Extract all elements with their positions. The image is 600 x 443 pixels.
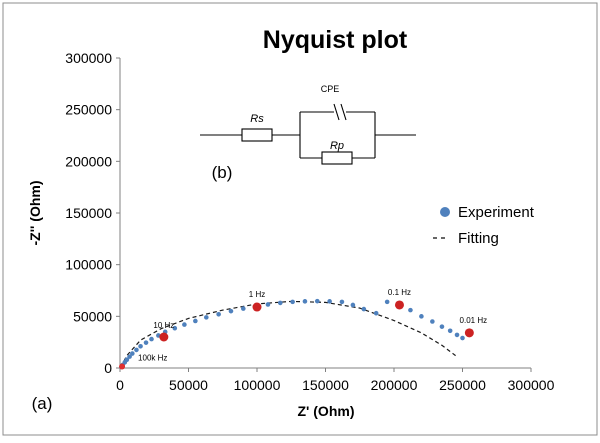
series-fitting-line (120, 300, 456, 368)
y-tick-label: 50000 (73, 308, 112, 324)
resistor-rs (241, 128, 273, 142)
experiment-point (143, 340, 149, 345)
frequency-point (159, 332, 169, 342)
frequency-label: 100k Hz (138, 353, 167, 362)
cpe-plate-left (333, 103, 340, 121)
x-tick-label: 100000 (234, 377, 281, 393)
experiment-point (419, 314, 424, 319)
frequency-label: 0.1 Hz (388, 288, 411, 297)
experiment-point (182, 322, 187, 327)
experiment-point (327, 299, 332, 304)
frequency-label: 10 Hz (153, 321, 174, 330)
experiment-point (408, 307, 413, 313)
experiment-point (265, 302, 271, 307)
legend-experiment-marker (440, 207, 450, 217)
circuit-diagram (200, 103, 416, 165)
experiment-point (134, 347, 139, 353)
experiment-point (350, 302, 356, 308)
frequency-point (464, 328, 474, 338)
panel-label-a: (a) (32, 394, 53, 413)
frequency-label: 0.01 Hz (460, 316, 488, 325)
legend-experiment-label: Experiment (458, 204, 535, 221)
experiment-point (373, 310, 379, 316)
y-tick-label: 200000 (65, 153, 112, 169)
y-tick-label: 0 (104, 360, 112, 376)
experiment-point (228, 308, 234, 314)
x-tick-label: 300000 (508, 377, 555, 393)
circuit-label-rp: Rp (330, 140, 344, 152)
frequency-markers: 100k Hz 10 Hz 1 Hz 0.1 Hz 0.01 Hz (119, 288, 488, 370)
experiment-point (314, 298, 320, 304)
experiment-point (361, 306, 367, 312)
x-tick-label: 0 (116, 377, 124, 393)
experiment-point (149, 336, 154, 342)
frequency-point (119, 363, 126, 370)
experiment-point (130, 351, 135, 356)
x-tick-label: 250000 (439, 377, 486, 393)
experiment-point (460, 335, 465, 341)
chart-title: Nyquist plot (263, 26, 408, 54)
x-tick-label: 50000 (169, 377, 208, 393)
circuit-label-rs: Rs (250, 113, 264, 125)
experiment-point (454, 332, 460, 338)
experiment-point (138, 344, 143, 349)
chart-border (2, 2, 598, 436)
y-tick-label: 100000 (65, 257, 112, 273)
experiment-point (172, 325, 178, 331)
x-tick-label: 150000 (302, 377, 349, 393)
experiment-point (290, 299, 295, 305)
y-tick-label: 250000 (65, 102, 112, 118)
legend-fitting-label: Fitting (458, 230, 499, 247)
experiment-point (302, 299, 308, 304)
frequency-label: 1 Hz (249, 290, 265, 299)
y-axis-label: -Z'' (Ohm) (27, 181, 43, 246)
circuit-label-cpe: CPE (321, 84, 340, 94)
experiment-point (127, 354, 132, 359)
frequency-point (252, 302, 262, 312)
y-tick-label: 150000 (65, 205, 112, 221)
y-tick-label: 300000 (65, 50, 112, 66)
experiment-point (216, 311, 221, 317)
cpe-plate-right (340, 103, 347, 121)
experiment-point (193, 318, 198, 324)
x-tick-label: 200000 (371, 377, 418, 393)
panel-label-b: (b) (212, 163, 233, 182)
resistor-rp (321, 151, 353, 165)
experiment-point (241, 306, 246, 311)
experiment-point (439, 324, 445, 329)
x-axis-label: Z' (Ohm) (298, 403, 355, 419)
experiment-point (430, 319, 435, 324)
experiment-point (204, 315, 209, 320)
axis-ticks: 0 50000 100000 150000 200000 250000 300000 0 500… (65, 50, 554, 393)
legend: Experiment Fitting (433, 204, 535, 247)
frequency-point (394, 300, 404, 310)
experiment-point (384, 299, 390, 305)
experiment-point (339, 299, 345, 305)
experiment-point (447, 328, 453, 334)
experiment-point (277, 300, 283, 306)
experiment-point (124, 357, 130, 363)
